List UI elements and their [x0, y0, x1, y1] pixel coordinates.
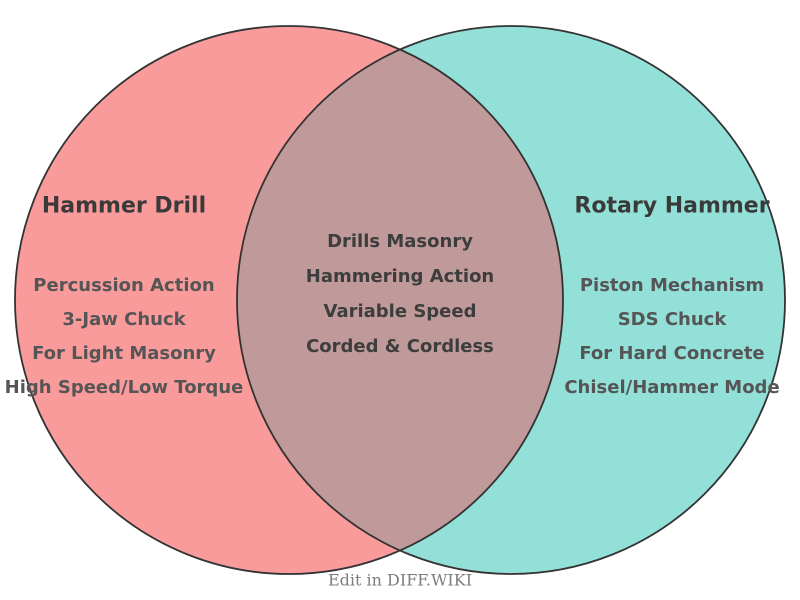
venn-item: Piston Mechanism [579, 275, 765, 296]
left-circle-outline [14, 25, 564, 575]
venn-item: Percussion Action [33, 275, 215, 296]
venn-item: Chisel/Hammer Mode [564, 377, 780, 398]
venn-item: High Speed/Low Torque [4, 377, 244, 398]
venn-item: Variable Speed [323, 301, 477, 322]
venn-item: For Light Masonry [32, 343, 216, 364]
venn-item: For Hard Concrete [579, 343, 765, 364]
edit-in-diffwiki-link[interactable]: Edit in DIFF.WIKI [327, 570, 473, 590]
venn-item: SDS Chuck [617, 309, 727, 330]
left-set-items: Percussion Action 3-Jaw Chuck For Light … [5, 269, 244, 405]
venn-item: 3-Jaw Chuck [62, 309, 186, 330]
venn-item: Hammering Action [305, 266, 495, 287]
intersection-items: Drills Masonry Hammering Action Variable… [306, 224, 495, 364]
overlap-region [237, 26, 563, 574]
venn-item: Corded & Cordless [306, 336, 494, 357]
right-set-items: Piston Mechanism SDS Chuck For Hard Conc… [564, 269, 779, 405]
right-set-title: Rotary Hammer [574, 193, 770, 219]
right-circle-outline [236, 25, 786, 575]
venn-item: Drills Masonry [327, 231, 473, 252]
left-set-title: Hammer Drill [41, 193, 207, 219]
